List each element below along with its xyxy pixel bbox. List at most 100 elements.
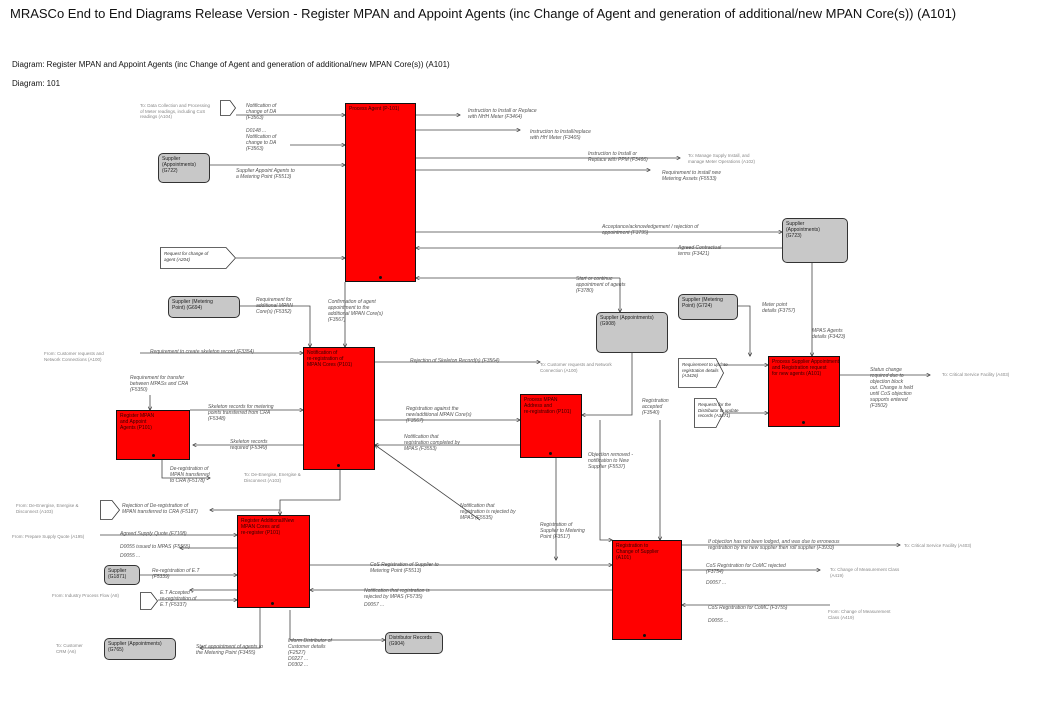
entity-label: Supplier (Appointments) (G723) (786, 221, 820, 239)
input-arrow[interactable]: Requests for the Distributor to update r… (694, 398, 739, 428)
flow-label: Registration accepted (F3540) (642, 398, 669, 416)
process-box[interactable]: Process Supplier Appointment and Registr… (768, 356, 840, 427)
flow-label: Start appointment of agents to the Meter… (196, 644, 263, 656)
entity-label: Supplier (Appointments) (G765) (108, 641, 162, 653)
process-marker (643, 634, 646, 637)
flow-label: Agreed Supply Quote (F7108) (120, 531, 187, 537)
external-reference: To: Data Collection and Processing of Me… (140, 103, 211, 119)
process-marker (802, 421, 805, 424)
process-label: Registration to Change of Supplier (A101… (616, 543, 659, 561)
external-reference: From: Prepare Supply Quote (A195) (12, 534, 85, 539)
flow-line (240, 305, 310, 347)
external-reference: To: Change of Measurement Class (A419) (830, 567, 900, 578)
flow-label: D0148 ... Notification of change to DA (… (246, 128, 277, 152)
process-marker (152, 454, 155, 457)
process-box[interactable]: Process Agent (P-101) (345, 103, 416, 282)
flow-label: CoS Registration for CoMC (F3755) (708, 605, 788, 611)
flow-label: Re-registration of E.T (F5339) (152, 568, 200, 580)
process-marker (549, 452, 552, 455)
entity-box[interactable]: Supplier (Appointments) (G908) (596, 312, 668, 353)
flow-label: Skeleton records for metering points tra… (208, 404, 274, 422)
flow-label: Objection removed - notification to New … (588, 452, 634, 470)
flow-label: Status change required due to objection … (870, 367, 914, 409)
flow-line (582, 353, 633, 415)
entity-label: Supplier (Metering Point) (G724) (682, 297, 723, 309)
entity-box[interactable]: Supplier (Metering Point) (G694) (168, 296, 240, 318)
flow-label: Instruction to Install/replace with HH M… (530, 129, 591, 141)
process-marker (379, 276, 382, 279)
process-marker (337, 464, 340, 467)
flow-label: If objection has not been lodged, and wa… (708, 539, 840, 551)
flow-label: Requirement to install new Metering Asse… (662, 170, 721, 182)
entity-box[interactable]: Supplier (G1871) (104, 565, 140, 585)
input-arrow[interactable] (140, 592, 158, 610)
entity-box[interactable]: Supplier (Appointments) (G765) (104, 638, 176, 660)
flow-line (289, 610, 385, 640)
flow-label: Registration against the new/additional … (406, 406, 472, 424)
input-arrow-label: Requirement to update registration detai… (682, 362, 728, 378)
external-reference: To: Critical Service Facility (A403) (942, 372, 1010, 377)
flow-label: MPAS Agents details (F3423) (812, 328, 846, 340)
external-reference: To: Customer CRM (A6) (56, 643, 83, 654)
process-box[interactable]: Notification of re-registration of MPAN … (303, 347, 375, 470)
input-arrow-label: Request for change of agent (A204) (164, 251, 209, 262)
process-marker (271, 602, 274, 605)
flow-label: Meter point details (F3757) (762, 302, 796, 314)
process-label: Register Additional/New MPAN Cores and r… (241, 518, 295, 536)
flow-label: Notification that registration is reject… (364, 588, 430, 600)
flow-line (599, 420, 612, 540)
entity-box[interactable]: Supplier (Appointments) (G723) (782, 218, 848, 263)
process-label: Process Supplier Appointment and Registr… (772, 359, 839, 377)
input-arrow-label: Notification of change of DA (F3563) (246, 103, 277, 121)
process-label: Process Agent (P-101) (349, 106, 400, 112)
flow-label: D0057 ... (364, 602, 385, 608)
flow-label: CoS Registration of Supplier to Metering… (370, 562, 439, 574)
flow-line (280, 470, 341, 515)
flow-line (375, 445, 481, 521)
flow-label: Instruction to Install or Replace with N… (468, 108, 537, 120)
process-box[interactable]: Registration to Change of Supplier (A101… (612, 540, 682, 640)
flow-label: Acceptance/acknowledgement / rejection o… (602, 224, 699, 236)
flow-label: Start or continue appointment of agents … (576, 276, 626, 294)
entity-label: Supplier (Appointments) (G722) (162, 156, 196, 174)
flow-label: Agreed Contractual terms (F3421) (678, 245, 722, 257)
flow-label: D0055 ... (120, 553, 141, 559)
entity-box[interactable]: Distributor Records (G904) (385, 632, 443, 654)
process-box[interactable]: Register MPAN and Appoint Agents (P101) (116, 410, 190, 460)
entity-box[interactable]: Supplier (Metering Point) (G724) (678, 294, 738, 320)
input-arrow[interactable] (100, 500, 120, 520)
external-reference: To: Customer requests and Network Connec… (540, 362, 612, 373)
flow-label: CoS Registration for CoMC rejected (F375… (706, 563, 786, 575)
external-reference: To: De-Energise, Energise & Disconnect (… (244, 472, 301, 483)
process-box[interactable]: Process MPAN Address and re-registration… (520, 394, 582, 458)
flow-line (161, 460, 210, 478)
input-arrow-label: Rejection of De-registration of MPAN tra… (122, 503, 198, 515)
entity-label: Supplier (Metering Point) (G694) (172, 299, 213, 311)
flow-label: Requirement for additional MPAN Core(s) … (256, 297, 293, 315)
input-arrow[interactable] (220, 100, 236, 116)
diagram-title: Diagram: Register MPAN and Appoint Agent… (12, 60, 450, 69)
external-reference: To: Manage Supply Install, and manage Me… (688, 153, 756, 164)
flow-label: Inform Distributor of Customer details (… (288, 638, 332, 668)
flow-label: Requirement to create skeleton record (F… (150, 349, 254, 355)
process-label: Notification of re-registration of MPAN … (307, 350, 353, 368)
input-arrow-label: E.T Accepted - re-registration of E.T (F… (160, 590, 197, 608)
external-reference: From: Customer requests and Network Conn… (44, 351, 104, 362)
entity-box[interactable]: Supplier (Appointments) (G722) (158, 153, 210, 183)
external-reference: To: Critical Service Facility (A403) (904, 543, 972, 548)
flow-label: Supplier Appoint Agents to a Metering Po… (236, 168, 295, 180)
process-label: Process MPAN Address and re-registration… (524, 397, 572, 415)
flow-label: D0055 ... (708, 618, 729, 624)
input-arrow-label: Requests for the Distributor to update r… (698, 402, 739, 418)
flow-label: Confirmation of agent appointment to the… (328, 299, 383, 323)
flow-label: D0055 issued to MPAS (F5555) (120, 544, 191, 550)
diagram-number: Diagram: 101 (12, 79, 61, 88)
flow-label: D0057 ... (706, 580, 727, 586)
flow-label: Requirement for transfer between MPASs a… (130, 375, 189, 393)
process-box[interactable]: Register Additional/New MPAN Cores and r… (237, 515, 310, 608)
flow-label: Notification that registration is reject… (460, 503, 516, 521)
input-arrow[interactable]: Requirement to update registration detai… (678, 358, 728, 388)
external-reference: From: Change of Measurement Class (A419) (828, 609, 891, 620)
input-arrow[interactable]: Request for change of agent (A204) (160, 247, 236, 269)
